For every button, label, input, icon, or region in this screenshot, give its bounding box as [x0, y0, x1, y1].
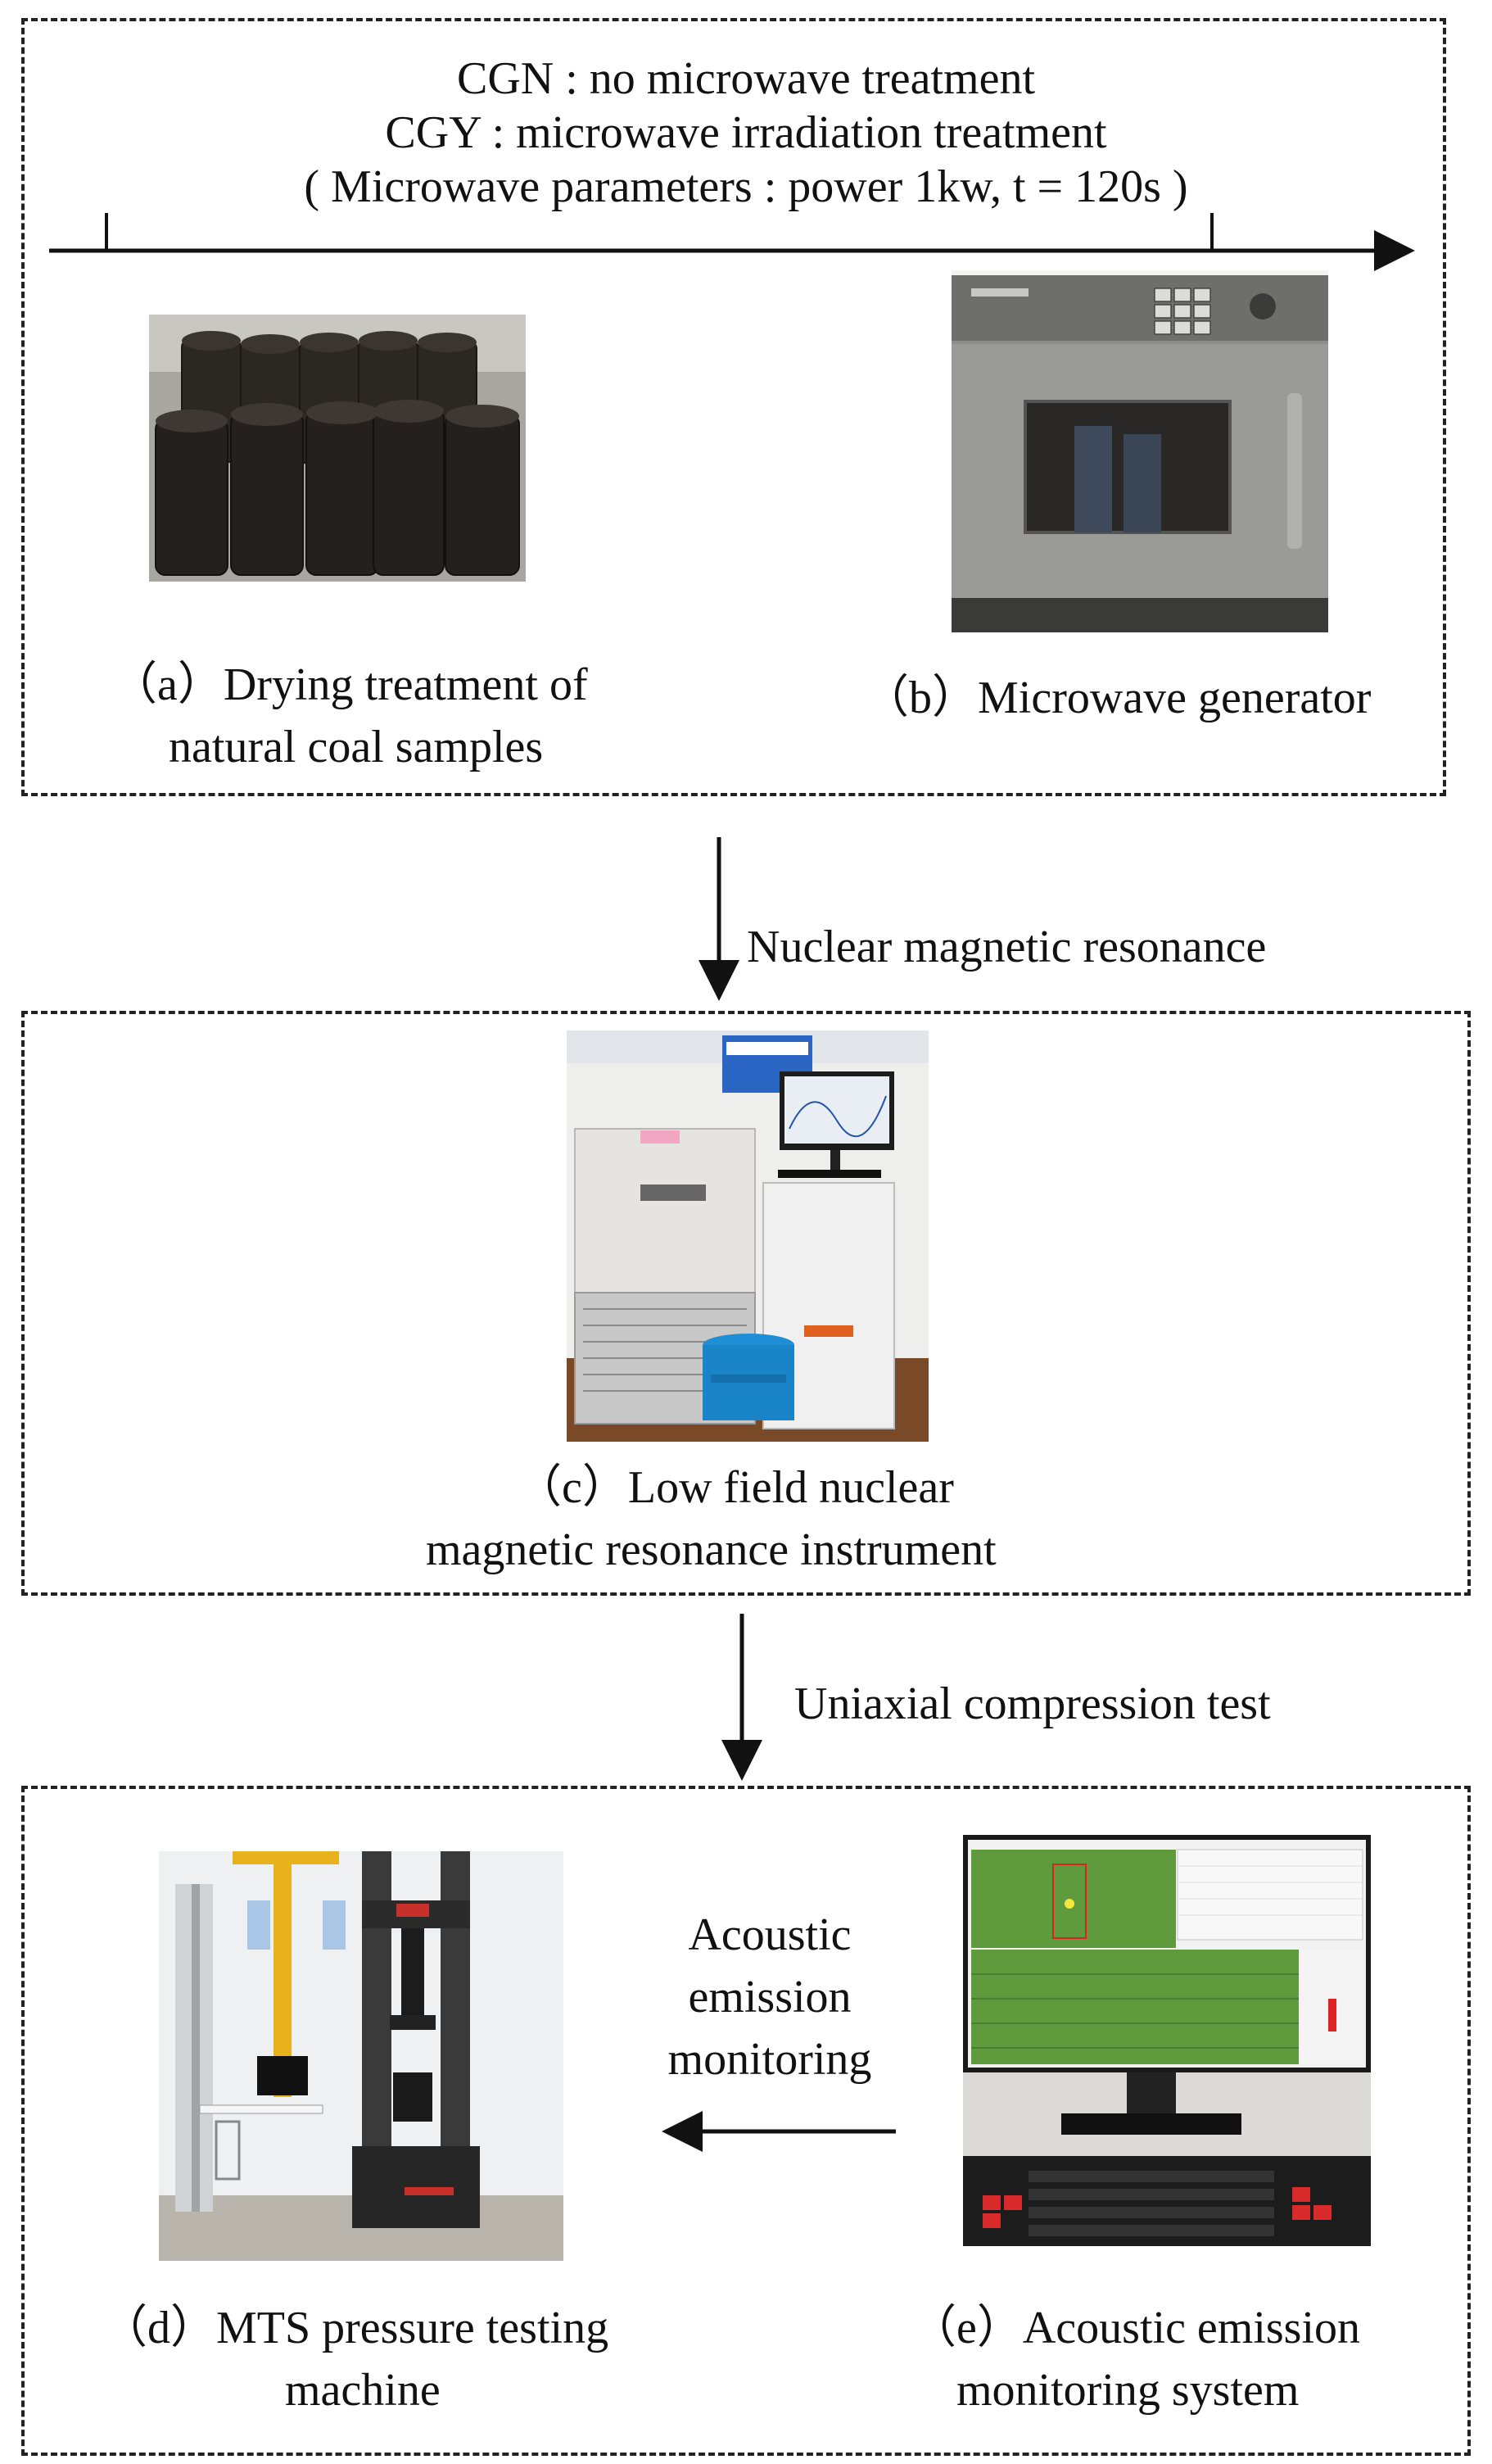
- caption-d-line-1: （d）MTS pressure testing: [102, 2303, 609, 2353]
- nmr-instrument-photo: [567, 1030, 929, 1442]
- caption-d-line-2: machine: [285, 2365, 441, 2416]
- header-line-2: CGY : microwave irradiation treatment: [385, 107, 1107, 158]
- caption-b: （b）Microwave generator: [863, 673, 1372, 723]
- coal-samples-photo: [149, 315, 526, 582]
- header-line-3: ( Microwave parameters : power 1kw, t = …: [304, 161, 1188, 212]
- caption-e-line-2: monitoring system: [956, 2365, 1300, 2416]
- mts-machine-photo: [159, 1851, 563, 2261]
- panel-compression-ae: [21, 1786, 1471, 2456]
- panel-microwave-treatment: [21, 18, 1446, 796]
- ae-label-line-2: emission: [688, 1972, 852, 2022]
- ae-monitoring-system-photo: [963, 1835, 1371, 2246]
- ae-label-line-3: monitoring: [667, 2034, 872, 2085]
- caption-c-line-2: magnetic resonance instrument: [426, 1524, 997, 1575]
- header-line-1: CGN : no microwave treatment: [456, 53, 1035, 104]
- caption-c-line-1: （c）Low field nuclear: [516, 1462, 954, 1513]
- caption-e-line-1: （e）Acoustic emission: [911, 2303, 1361, 2353]
- caption-a-line-2: natural coal samples: [169, 722, 544, 772]
- step-label-uniaxial: Uniaxial compression test: [794, 1678, 1271, 1729]
- panel-nmr: [21, 1011, 1471, 1596]
- caption-a-line-1: （a）Drying treatment of: [111, 659, 588, 710]
- ae-label-line-1: Acoustic: [688, 1909, 852, 1960]
- microwave-generator-photo: [952, 270, 1328, 632]
- step-label-nmr: Nuclear magnetic resonance: [747, 922, 1267, 972]
